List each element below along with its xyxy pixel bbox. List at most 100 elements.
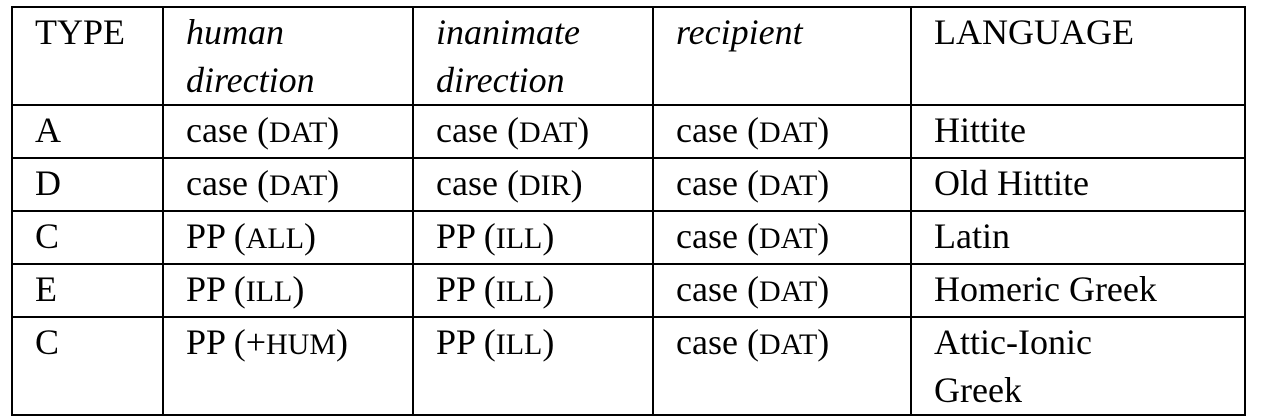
cell-language: Latin — [910, 210, 1246, 265]
cell-open: ( — [224, 269, 246, 309]
cell-close: ) — [327, 110, 340, 150]
cell-word: case — [676, 216, 738, 256]
table-row: C PP (ALL) PP (ILL) case (DAT) Latin — [11, 210, 1246, 265]
cell-gloss: DAT — [758, 275, 818, 308]
typology-table: TYPE human direction inanimate direction… — [11, 6, 1246, 416]
cell-open: (+ — [224, 322, 267, 362]
cell-close: ) — [304, 216, 317, 256]
cell-type: C — [11, 316, 164, 416]
cell-language-line2: Greek — [934, 370, 1022, 410]
cell-gloss: ILL — [495, 275, 543, 308]
cell-gloss: HUM — [266, 328, 337, 361]
cell-open: ( — [474, 322, 496, 362]
cell-close: ) — [542, 322, 555, 362]
cell-type: E — [11, 263, 164, 318]
cell-close: ) — [817, 216, 830, 256]
cell-type: A — [11, 104, 164, 159]
cell-word: case — [676, 110, 738, 150]
cell-open: ( — [497, 110, 519, 150]
cell-close: ) — [542, 216, 555, 256]
cell-type: D — [11, 157, 164, 212]
cell-gloss: DAT — [758, 169, 818, 202]
cell-gloss: ILL — [245, 275, 293, 308]
header-human-direction-line1: human — [186, 12, 284, 52]
cell-close: ) — [327, 163, 340, 203]
cell-gloss: DIR — [518, 169, 571, 202]
table-row: D case (DAT) case (DIR) case (DAT) Old H… — [11, 157, 1246, 212]
cell-recipient: case (DAT) — [652, 210, 912, 265]
cell-open: ( — [224, 216, 246, 256]
cell-inanimate-direction: PP (ILL) — [412, 316, 654, 416]
cell-close: ) — [817, 269, 830, 309]
cell-word: case — [676, 269, 738, 309]
cell-recipient: case (DAT) — [652, 104, 912, 159]
cell-human-direction: case (DAT) — [162, 104, 414, 159]
cell-close: ) — [292, 269, 305, 309]
cell-word: PP — [186, 216, 225, 256]
cell-gloss: ILL — [495, 222, 543, 255]
cell-recipient: case (DAT) — [652, 316, 912, 416]
cell-recipient: case (DAT) — [652, 263, 912, 318]
cell-inanimate-direction: PP (ILL) — [412, 263, 654, 318]
cell-gloss: ALL — [245, 222, 305, 255]
cell-recipient: case (DAT) — [652, 157, 912, 212]
cell-open: ( — [737, 216, 759, 256]
cell-gloss: ILL — [495, 328, 543, 361]
cell-close: ) — [336, 322, 349, 362]
header-inanimate-direction-line2: direction — [436, 60, 565, 100]
table-row: E PP (ILL) PP (ILL) case (DAT) Homeric G… — [11, 263, 1246, 318]
cell-language: Hittite — [910, 104, 1246, 159]
cell-open: ( — [474, 216, 496, 256]
table-row: A case (DAT) case (DAT) case (DAT) Hitti… — [11, 104, 1246, 159]
cell-close: ) — [570, 163, 583, 203]
cell-gloss: DAT — [268, 169, 328, 202]
cell-open: ( — [474, 269, 496, 309]
cell-word: PP — [186, 269, 225, 309]
cell-language: Homeric Greek — [910, 263, 1246, 318]
cell-language: Old Hittite — [910, 157, 1246, 212]
header-type: TYPE — [11, 6, 164, 106]
cell-word: case — [676, 322, 738, 362]
cell-gloss: DAT — [518, 116, 578, 149]
cell-human-direction: PP (ILL) — [162, 263, 414, 318]
cell-word: case — [186, 110, 248, 150]
table-row: C PP (+HUM) PP (ILL) case (DAT) Attic-Io… — [11, 316, 1246, 416]
cell-open: ( — [497, 163, 519, 203]
cell-word: case — [436, 110, 498, 150]
cell-inanimate-direction: case (DAT) — [412, 104, 654, 159]
cell-open: ( — [737, 269, 759, 309]
header-recipient: recipient — [652, 6, 912, 106]
cell-word: PP — [436, 322, 475, 362]
header-language: LANGUAGE — [910, 6, 1246, 106]
cell-open: ( — [737, 110, 759, 150]
cell-gloss: DAT — [758, 116, 818, 149]
cell-human-direction: case (DAT) — [162, 157, 414, 212]
cell-word: case — [186, 163, 248, 203]
cell-human-direction: PP (+HUM) — [162, 316, 414, 416]
cell-type: C — [11, 210, 164, 265]
cell-close: ) — [817, 322, 830, 362]
cell-inanimate-direction: case (DIR) — [412, 157, 654, 212]
cell-language-line1: Attic-Ionic — [934, 322, 1092, 362]
cell-open: ( — [247, 163, 269, 203]
header-human-direction: human direction — [162, 6, 414, 106]
cell-inanimate-direction: PP (ILL) — [412, 210, 654, 265]
cell-language: Attic-Ionic Greek — [910, 316, 1246, 416]
header-human-direction-line2: direction — [186, 60, 315, 100]
header-inanimate-direction: inanimate direction — [412, 6, 654, 106]
cell-word: PP — [186, 322, 225, 362]
cell-close: ) — [577, 110, 590, 150]
header-row: TYPE human direction inanimate direction… — [11, 6, 1246, 106]
header-inanimate-direction-line1: inanimate — [436, 12, 580, 52]
cell-word: case — [676, 163, 738, 203]
cell-close: ) — [817, 163, 830, 203]
cell-word: PP — [436, 269, 475, 309]
cell-open: ( — [247, 110, 269, 150]
cell-close: ) — [542, 269, 555, 309]
cell-open: ( — [737, 322, 759, 362]
cell-close: ) — [817, 110, 830, 150]
cell-open: ( — [737, 163, 759, 203]
cell-gloss: DAT — [268, 116, 328, 149]
cell-gloss: DAT — [758, 328, 818, 361]
cell-word: case — [436, 163, 498, 203]
